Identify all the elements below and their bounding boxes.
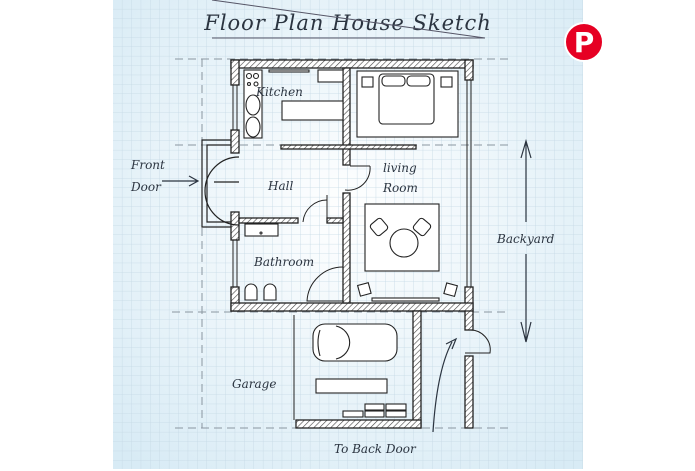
title: Floor Plan House Sketch: [203, 11, 491, 35]
label-garage: Garage: [232, 377, 276, 391]
doors: [302, 165, 491, 354]
pinterest-icon: P: [573, 26, 595, 59]
backyard-down-arrow-icon: [520, 254, 532, 343]
label-back-door: To Back Door: [334, 442, 417, 456]
front-door-arrow-icon: [162, 175, 200, 187]
label-front-1: Front: [130, 158, 165, 172]
label-backyard: Backyard: [496, 232, 555, 246]
furniture: [243, 69, 459, 418]
label-kitchen: Kitchen: [255, 85, 303, 99]
pinterest-share-button[interactable]: P: [564, 22, 604, 62]
back-door-arrow-icon: [432, 337, 458, 433]
arrows: [162, 138, 532, 433]
title-underline: [211, 0, 486, 39]
label-front-2: Door: [130, 180, 162, 194]
label-bathroom: Bathroom: [253, 255, 314, 269]
front-door: [201, 139, 240, 228]
walls: [230, 59, 474, 429]
windows: [232, 80, 472, 420]
label-hall: Hall: [267, 179, 293, 193]
backyard-up-arrow-icon: [520, 138, 532, 222]
label-living-2: Room: [382, 181, 418, 195]
floor-plan-sketch: Floor Plan House Sketch: [113, 0, 583, 469]
label-living-1: living: [383, 161, 417, 175]
